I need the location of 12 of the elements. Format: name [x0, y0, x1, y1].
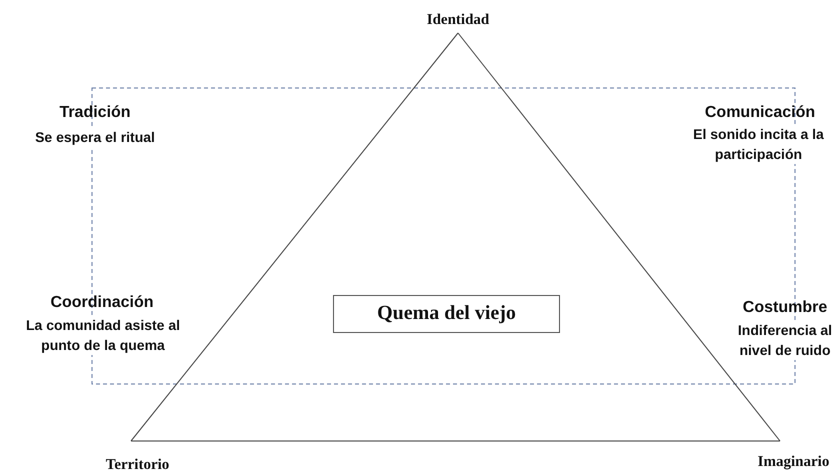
description-text: Indiferencia al nivel de ruido — [736, 320, 834, 360]
triangle-side — [130, 32, 458, 442]
vertex-label: Territorio — [95, 441, 180, 474]
vertex-label: Identidad — [408, 12, 508, 33]
vertex-label: Imaginario — [750, 441, 837, 474]
category-heading: Coordinación — [49, 293, 155, 313]
category-heading: Costumbre — [742, 298, 828, 318]
category-heading: Comunicación — [704, 103, 816, 123]
category-heading: Tradición — [58, 103, 132, 123]
title-box: Quema del viejo — [333, 295, 560, 333]
triangle-side — [458, 32, 780, 442]
triangle-side — [130, 440, 780, 442]
